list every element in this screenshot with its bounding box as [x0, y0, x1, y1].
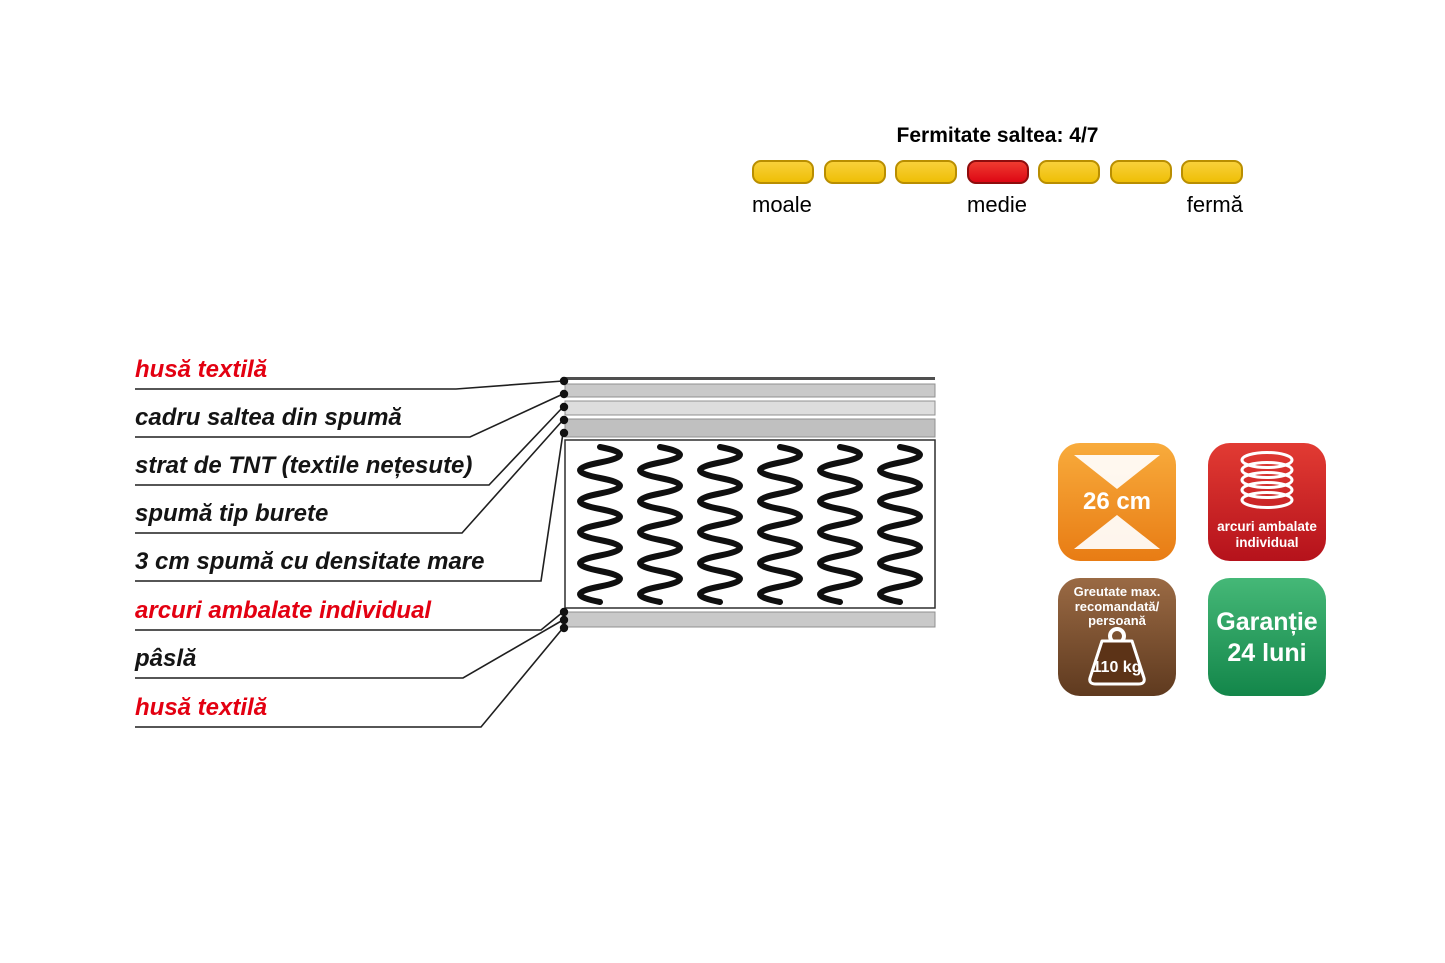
firmness-pill-4-active [966, 160, 1029, 184]
firmness-pill-5 [1038, 160, 1100, 184]
firmness-title: Fermitate saltea: 4/7 [896, 124, 1099, 147]
layer-label-husa-textila-bottom: husă textilă [135, 694, 268, 721]
firmness-section: Fermitate saltea: 4/7 moale medie fermă [752, 124, 1243, 220]
weight-icon: 110 kg [1088, 627, 1146, 686]
badge-springs-caption-line2: individual [1235, 535, 1299, 550]
firmness-pill-2 [823, 160, 886, 184]
firmness-label-firm: fermă [1186, 192, 1243, 217]
spring-coil-icon [1240, 451, 1294, 509]
badge-springs: arcuri ambalate individual [1208, 443, 1326, 561]
badge-height-value: 26 cm [1082, 488, 1152, 515]
firmness-pill-6 [1109, 160, 1172, 184]
layer-label-spuma-densitate: 3 cm spumă cu densitate mare [135, 548, 485, 575]
layer-label-arcuri: arcuri ambalate individual [135, 597, 432, 624]
firmness-pill-3 [895, 160, 957, 184]
badge-weight-caption-line1: Greutate max. [1073, 584, 1161, 599]
badge-weight-value: 110 kg [1093, 659, 1142, 676]
badge-weight-caption-line2: recomandată/ [1074, 598, 1160, 614]
badge-weight-caption-line3: persoană [1088, 613, 1146, 628]
badge-springs-caption: arcuri ambalate individual [1208, 519, 1326, 551]
label-connector-lines [135, 380, 564, 728]
firmness-pill-7 [1181, 160, 1243, 184]
label-anchor-dots [559, 376, 569, 633]
badge-warranty: Garanție 24 luni [1208, 578, 1326, 696]
badge-warranty-caption: Garanție 24 luni [1208, 578, 1326, 696]
height-arrows-icon [1074, 455, 1160, 549]
badge-warranty-line2: 24 luni [1227, 638, 1307, 667]
firmness-scale-labels: moale medie fermă [752, 192, 1243, 220]
firmness-pill-1 [752, 160, 814, 184]
layer-label-pasla: pâslă [135, 645, 197, 672]
firmness-label-medium: medie [967, 192, 1027, 217]
firmness-label-soft: moale [752, 192, 812, 217]
layer-label-spuma-burete: spumă tip burete [135, 500, 329, 527]
badge-weight-caption: Greutate max. recomandată/ persoană [1058, 584, 1176, 629]
badge-springs-caption-line1: arcuri ambalate [1217, 519, 1317, 534]
mattress-layers [564, 377, 936, 628]
layer-label-cadru-spuma: cadru saltea din spumă [135, 404, 402, 431]
firmness-scale [752, 160, 1243, 184]
layer-label-husa-textila-top: husă textilă [135, 356, 268, 383]
badge-warranty-line1: Garanție [1216, 607, 1318, 636]
badge-height: 26 cm [1058, 443, 1176, 561]
badge-max-weight: Greutate max. recomandată/ persoană 110 … [1058, 578, 1176, 696]
layer-label-strat-tnt: strat de TNT (textile nețesute) [135, 452, 473, 479]
